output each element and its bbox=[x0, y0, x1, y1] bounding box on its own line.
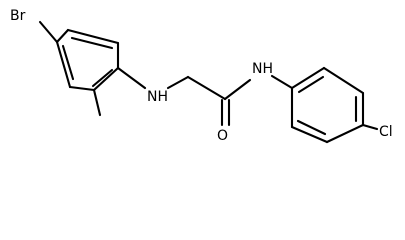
bond-ring-br bbox=[38, 20, 59, 44]
bond bbox=[290, 125, 329, 144]
bond-ring-methyl bbox=[92, 88, 102, 117]
bond bbox=[55, 40, 72, 89]
double-bond-inner bbox=[297, 75, 325, 94]
bond bbox=[66, 28, 120, 45]
bromo-methylphenyl-ring bbox=[55, 28, 120, 92]
chlorophenyl-ring bbox=[290, 66, 365, 144]
amine-nh-label: NH bbox=[147, 89, 168, 105]
bond-carbonyl-nh bbox=[223, 78, 252, 101]
bond bbox=[290, 66, 326, 90]
oxygen-atom-label: O bbox=[217, 128, 228, 144]
double-bond-inner bbox=[296, 119, 327, 136]
bond bbox=[92, 66, 120, 92]
molecule-structure-diagram: Br NH O NH Cl bbox=[10, 8, 393, 144]
bond-ring-nh bbox=[116, 66, 147, 90]
bromine-atom-label: Br bbox=[10, 8, 26, 24]
bond bbox=[325, 123, 365, 144]
bond bbox=[55, 28, 70, 44]
double-bond-inner bbox=[91, 68, 114, 88]
bond-nh-ch2 bbox=[166, 75, 190, 90]
bond-nh-ring bbox=[270, 74, 294, 90]
bond-ring-cl bbox=[361, 123, 379, 131]
bond-ch2-carbonyl bbox=[186, 75, 227, 101]
bond bbox=[68, 85, 96, 92]
double-bond-inner bbox=[61, 44, 75, 81]
chlorine-atom-label: Cl bbox=[379, 124, 393, 140]
amide-nh-label: NH bbox=[252, 61, 273, 77]
bond bbox=[322, 66, 365, 95]
double-bond-inner bbox=[70, 36, 114, 50]
